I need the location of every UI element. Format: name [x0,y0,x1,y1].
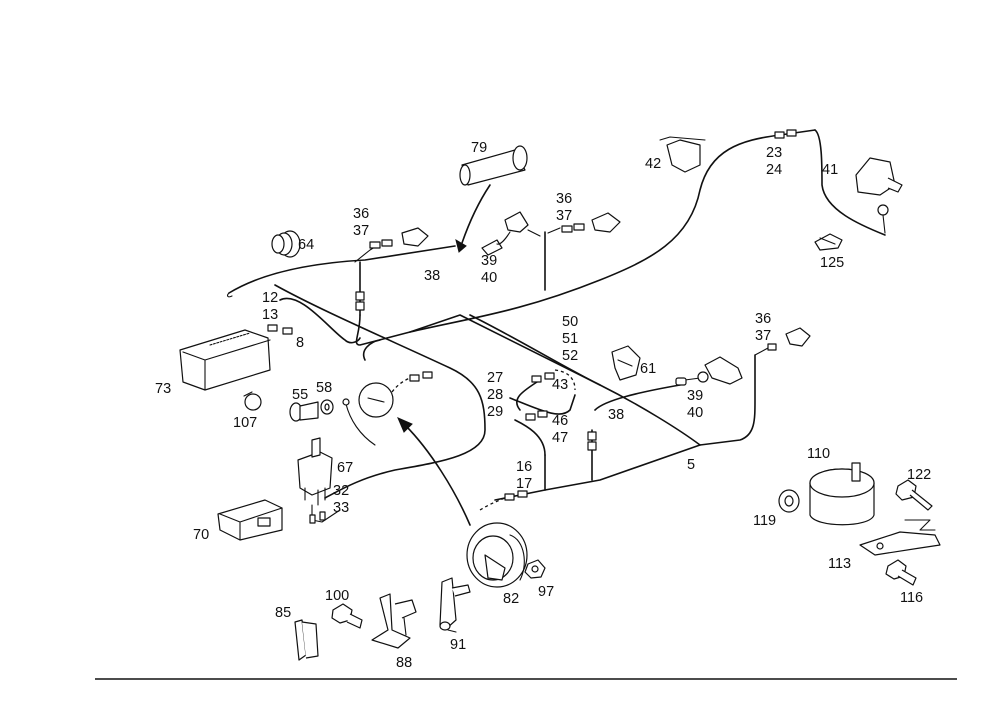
label-50: 50 [562,314,578,330]
label-125: 125 [820,255,844,271]
label-8: 8 [296,335,304,351]
label-46: 46 [552,413,568,429]
label-36-c: 36 [755,311,771,327]
callout-labels: 79 42 23 24 41 36 37 36 37 64 38 39 40 1… [155,140,931,671]
label-55: 55 [292,387,308,403]
part-36-37-connector-a [401,227,429,247]
label-119: 119 [753,513,776,529]
part-42-bracket [659,136,706,173]
part-88-bracket [371,593,417,649]
part-125-clip [814,233,843,251]
label-79: 79 [471,140,487,156]
part-82-horn [466,522,528,588]
part-85-bracket [294,619,319,661]
label-29: 29 [487,404,503,420]
part-97-nut [524,559,546,579]
label-16: 16 [516,459,532,475]
label-38-a: 38 [424,268,440,284]
label-107: 107 [233,415,257,431]
part-122-screw [895,479,933,511]
label-51: 51 [562,331,578,347]
part-110-canister [809,462,875,526]
part-116-bolt [885,559,917,586]
label-113: 113 [828,556,851,572]
part-round-switch [342,382,394,446]
label-13: 13 [262,307,278,323]
label-64: 64 [298,237,314,253]
label-85: 85 [275,605,291,621]
part-73-control-unit [179,329,271,391]
label-23: 23 [766,145,782,161]
part-70-bracket [217,499,283,541]
part-39-40-socket-b [697,356,743,385]
harness-wires [227,129,886,511]
label-122: 122 [907,467,931,483]
label-37-a: 37 [353,223,369,239]
label-42: 42 [645,156,661,172]
label-47: 47 [552,430,568,446]
label-27: 27 [487,370,503,386]
label-39-b: 39 [687,388,703,404]
part-100-bolt [331,603,363,629]
label-58: 58 [316,380,332,396]
label-67: 67 [337,460,353,476]
part-41-module [855,157,903,234]
label-52: 52 [562,348,578,364]
label-116: 116 [900,590,923,606]
label-97: 97 [538,584,554,600]
label-36-b: 36 [556,191,572,207]
label-61: 61 [640,361,656,377]
label-40-b: 40 [687,405,703,421]
label-28: 28 [487,387,503,403]
part-119-nut [778,489,800,513]
part-55-screw [289,401,319,422]
part-113-bracket [859,519,941,556]
label-91: 91 [450,637,466,653]
part-107-screw [243,391,262,411]
arrow-82 [397,417,471,526]
label-88: 88 [396,655,412,671]
label-5: 5 [687,457,695,473]
label-32: 32 [333,483,349,499]
label-43: 43 [552,377,568,393]
label-17: 17 [516,476,532,492]
label-82: 82 [503,591,519,607]
part-91-bracket [439,577,471,633]
label-12: 12 [262,290,278,306]
label-38-b: 38 [608,407,624,423]
label-39-a: 39 [481,253,497,269]
part-61-holder [611,345,641,381]
label-73: 73 [155,381,171,397]
label-110: 110 [807,446,830,462]
label-70: 70 [193,527,209,543]
label-37-c: 37 [755,328,771,344]
part-67-relay [297,437,333,506]
part-39-40-socket-a [481,211,541,256]
part-36-37-connector-c [785,327,811,347]
part-32-33-terminals [309,504,341,524]
label-37-b: 37 [556,208,572,224]
arrow-79 [455,184,491,253]
label-41: 41 [822,162,838,178]
part-79-grommet [459,145,528,186]
label-33: 33 [333,500,349,516]
label-100: 100 [325,588,349,604]
part-64-grommet [271,230,301,258]
part-58-washer [320,399,334,415]
label-36-a: 36 [353,206,369,222]
part-36-37-connector-b [591,212,621,233]
label-24: 24 [766,162,782,178]
label-40-a: 40 [481,270,497,286]
